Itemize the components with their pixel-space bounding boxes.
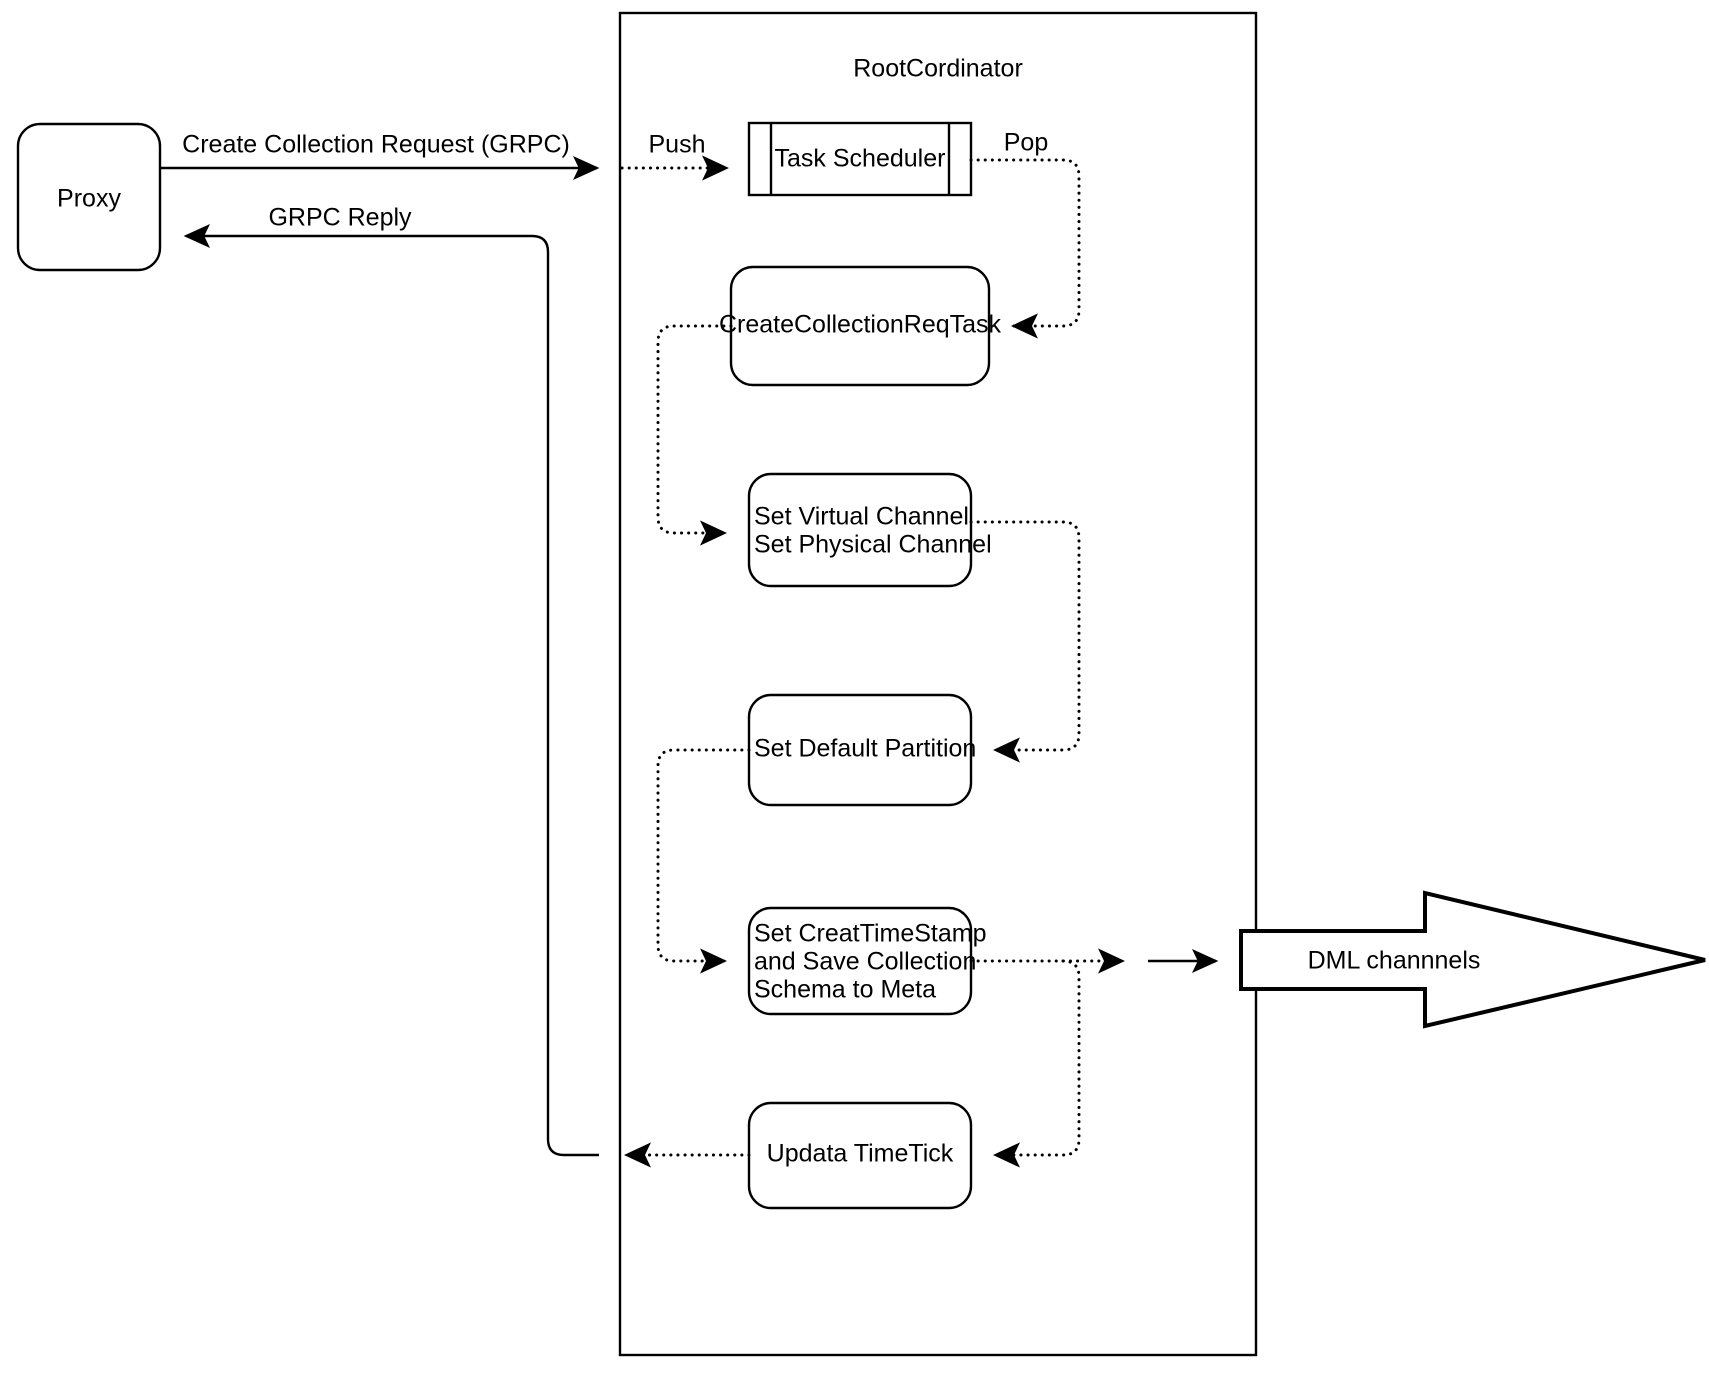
edge-push-label: Push (649, 131, 706, 159)
node-create-collection-req-task[interactable]: CreateCollectionReqTask (719, 265, 1002, 387)
node-proxy[interactable]: Proxy (16, 122, 162, 272)
node-set-virtual-channel-line-2: Set Physical Channel (754, 531, 992, 559)
node-dml-channnels[interactable]: DML channnels (1239, 890, 1706, 1029)
node-set-creat-timestamp-line-1: Set CreatTimeStamp (754, 920, 986, 948)
rootcordinator-label: RootCordinator (853, 55, 1023, 83)
edge-grpc-reply-label: GRPC Reply (268, 204, 412, 232)
edge-grpc-reply: GRPC Reply (183, 204, 599, 1157)
edge-push: Push (620, 131, 729, 181)
node-dml-channnels-label: DML channnels (1308, 947, 1481, 975)
node-task-scheduler-label: Task Scheduler (775, 145, 946, 173)
node-set-creat-timestamp-line-3: Schema to Meta (754, 976, 936, 1004)
node-set-virtual-channel-line-1: Set Virtual Channel (754, 503, 969, 531)
edge-partition-to-timestamp (656, 748, 751, 974)
node-set-creat-timestamp-save-schema[interactable]: Set CreatTimeStamp and Save Collection S… (747, 906, 986, 1016)
node-set-creat-timestamp-line-2: and Save Collection (754, 948, 976, 976)
edge-pop-label: Pop (1004, 129, 1048, 157)
edge-req-task-to-channels (656, 324, 733, 546)
node-set-default-partition[interactable]: Set Default Partition (747, 693, 976, 807)
edge-create-collection-request: Create Collection Request (GRPC) (160, 131, 600, 180)
node-updata-timetick-label: Updata TimeTick (767, 1140, 954, 1168)
edge-channels-to-partition (969, 520, 1081, 763)
node-set-virtual-physical-channel[interactable]: Set Virtual Channel Set Physical Channel (747, 472, 992, 588)
edge-pop: Pop (969, 129, 1081, 339)
node-set-default-partition-label: Set Default Partition (754, 735, 976, 763)
edge-create-collection-request-label: Create Collection Request (GRPC) (182, 131, 570, 159)
node-proxy-label: Proxy (57, 185, 121, 213)
node-create-collection-req-task-label: CreateCollectionReqTask (719, 311, 1002, 339)
node-updata-timetick[interactable]: Updata TimeTick (747, 1101, 973, 1210)
node-task-scheduler[interactable]: Task Scheduler (747, 121, 973, 197)
